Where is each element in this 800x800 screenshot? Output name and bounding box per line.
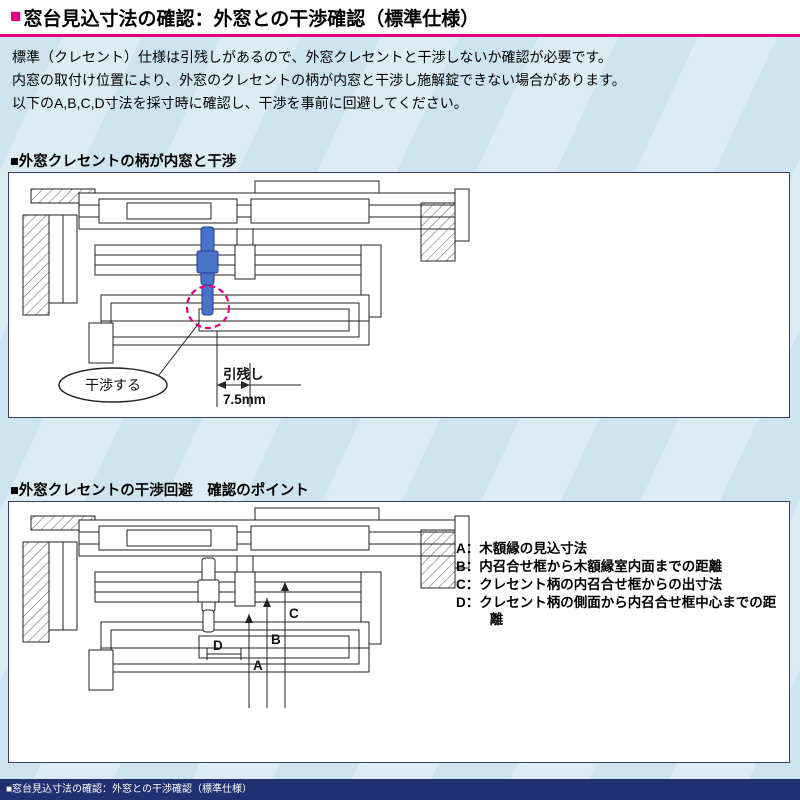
title-bullet-icon: ■ xyxy=(10,6,22,27)
section-heading-interference: ■外窓クレセントの柄が内窓と干渉 xyxy=(10,154,237,170)
wall-section-right xyxy=(420,515,470,589)
wall-section-right xyxy=(420,188,470,262)
dimension-value: 7.5mm xyxy=(223,392,266,407)
wall-section-left xyxy=(22,188,96,316)
intro-line-2: 内窓の取付け位置により、外窓のクレセントの柄が内窓と干渉し施解錠できない場合があ… xyxy=(12,72,626,88)
dim-letter-c: C xyxy=(289,606,299,621)
callout-leader-line xyxy=(158,322,200,376)
interference-highlight-circle xyxy=(185,284,231,330)
intro-line-1: 標準（クレセント）仕様は引残しがあるので、外窓クレセントと干渉しないか確認が必要… xyxy=(12,49,613,65)
dimension-hikinokoshi xyxy=(216,331,301,407)
dimension-legend: A：木額縁の見込寸法 B：内召合せ框から木額縁室内面までの距離 C：クレセント柄… xyxy=(456,540,778,629)
outer-window-sash-top xyxy=(78,180,456,248)
legend-item-d: D：クレセント柄の側面から内召合せ框中心までの距離 xyxy=(456,595,777,627)
interference-callout: 干渉する xyxy=(58,367,168,403)
diagram-panel-interference: 干渉する 引残し 7.5mm xyxy=(8,172,790,418)
intro-line-3: 以下のA,B,C,D寸法を採寸時に確認し、干渉を事前に回避してください。 xyxy=(12,95,468,111)
intro-paragraph: 標準（クレセント）仕様は引残しがあるので、外窓クレセントと干渉しないか確認が必要… xyxy=(12,46,790,115)
callout-label: 干渉する xyxy=(85,377,141,393)
diagram-panel-avoidance: A B C D A：木額縁の見込寸法 B：内召合せ框から木額縁室内面までの距離 … xyxy=(8,501,790,763)
crescent-handle-outline xyxy=(197,557,220,633)
title-underline xyxy=(0,34,800,37)
legend-item-a: A：木額縁の見込寸法 xyxy=(456,541,588,556)
inner-window-sash-bottom xyxy=(88,621,370,691)
legend-item-b: B：内召合せ框から木額縁室内面までの距離 xyxy=(456,559,723,574)
footer-strip: ■窓台見込寸法の確認：外窓との干渉確認（標準仕様） xyxy=(0,779,800,800)
page-title: 窓台見込寸法の確認：外窓との干渉確認（標準仕様） xyxy=(23,8,480,30)
outer-window-sash-top xyxy=(78,507,456,575)
page-header: ■ 窓台見込寸法の確認：外窓との干渉確認（標準仕様） xyxy=(0,0,800,34)
inner-window-sash-bottom xyxy=(88,294,370,364)
dim-letter-d: D xyxy=(213,638,223,653)
inner-window-sash-middle xyxy=(94,244,382,318)
dimension-lines-abcd xyxy=(206,582,289,708)
window-cross-section-diagram-avoidance: A B C D xyxy=(22,507,470,708)
dimension-label: 引残し xyxy=(223,366,264,382)
crescent-handle xyxy=(196,226,219,316)
dim-letter-b: B xyxy=(271,632,281,647)
section-heading-avoidance: ■外窓クレセントの干渉回避 確認のポイント xyxy=(10,483,309,499)
legend-item-c: C：クレセント柄の内召合せ框からの出寸法 xyxy=(456,577,723,592)
dim-letter-a: A xyxy=(253,658,263,673)
window-cross-section-diagram-interference: 干渉する 引残し 7.5mm xyxy=(22,180,470,407)
